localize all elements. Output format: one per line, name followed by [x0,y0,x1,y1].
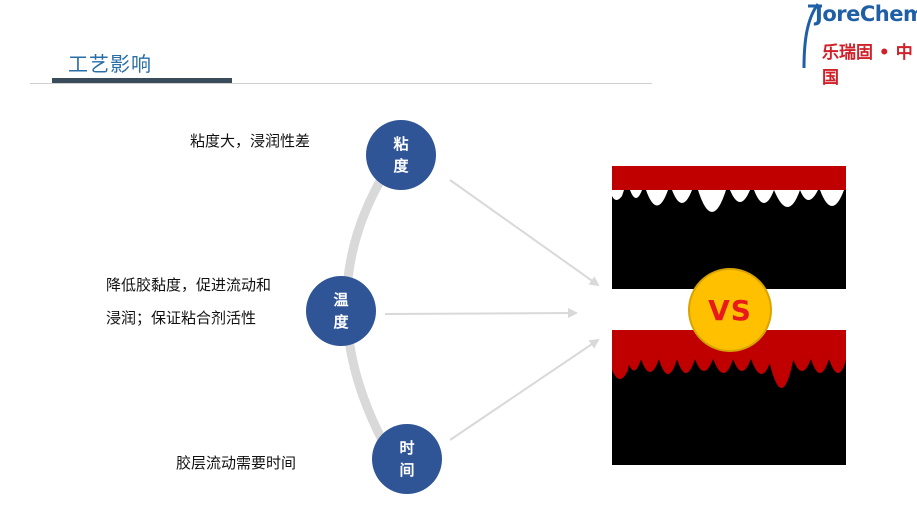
poor-wetting-panel [612,166,846,289]
node-viscosity-label: 粘度 [393,135,409,175]
temperature-description-line1: 降低胶黏度，促进流动和 [106,276,272,294]
arrow-viscosity [449,179,600,287]
time-description: 胶层流动需要时间 [176,454,297,472]
node-time: 时间 [372,424,442,494]
logo-swoosh-icon [802,3,822,69]
vs-badge: VS [688,268,772,352]
title-underline-bar [52,78,232,83]
title-divider [30,83,652,84]
node-viscosity: 粘度 [366,120,436,190]
logo-text: JoreChem [815,2,917,26]
logo-chinese: 乐瑞固 • 中国 [822,43,913,88]
viscosity-description: 粘度大，浸润性差 [190,132,311,150]
good-wetting-panel [612,330,846,465]
node-temperature: 温度 [306,276,376,346]
page-title: 工艺影响 [68,52,152,76]
node-temperature-label: 温度 [333,291,349,331]
node-time-label: 时间 [399,439,415,479]
arrow-time [449,338,600,441]
arrow-temperature [384,308,578,319]
temperature-description-line2: 浸润；保证粘合剂活性 [106,309,257,327]
